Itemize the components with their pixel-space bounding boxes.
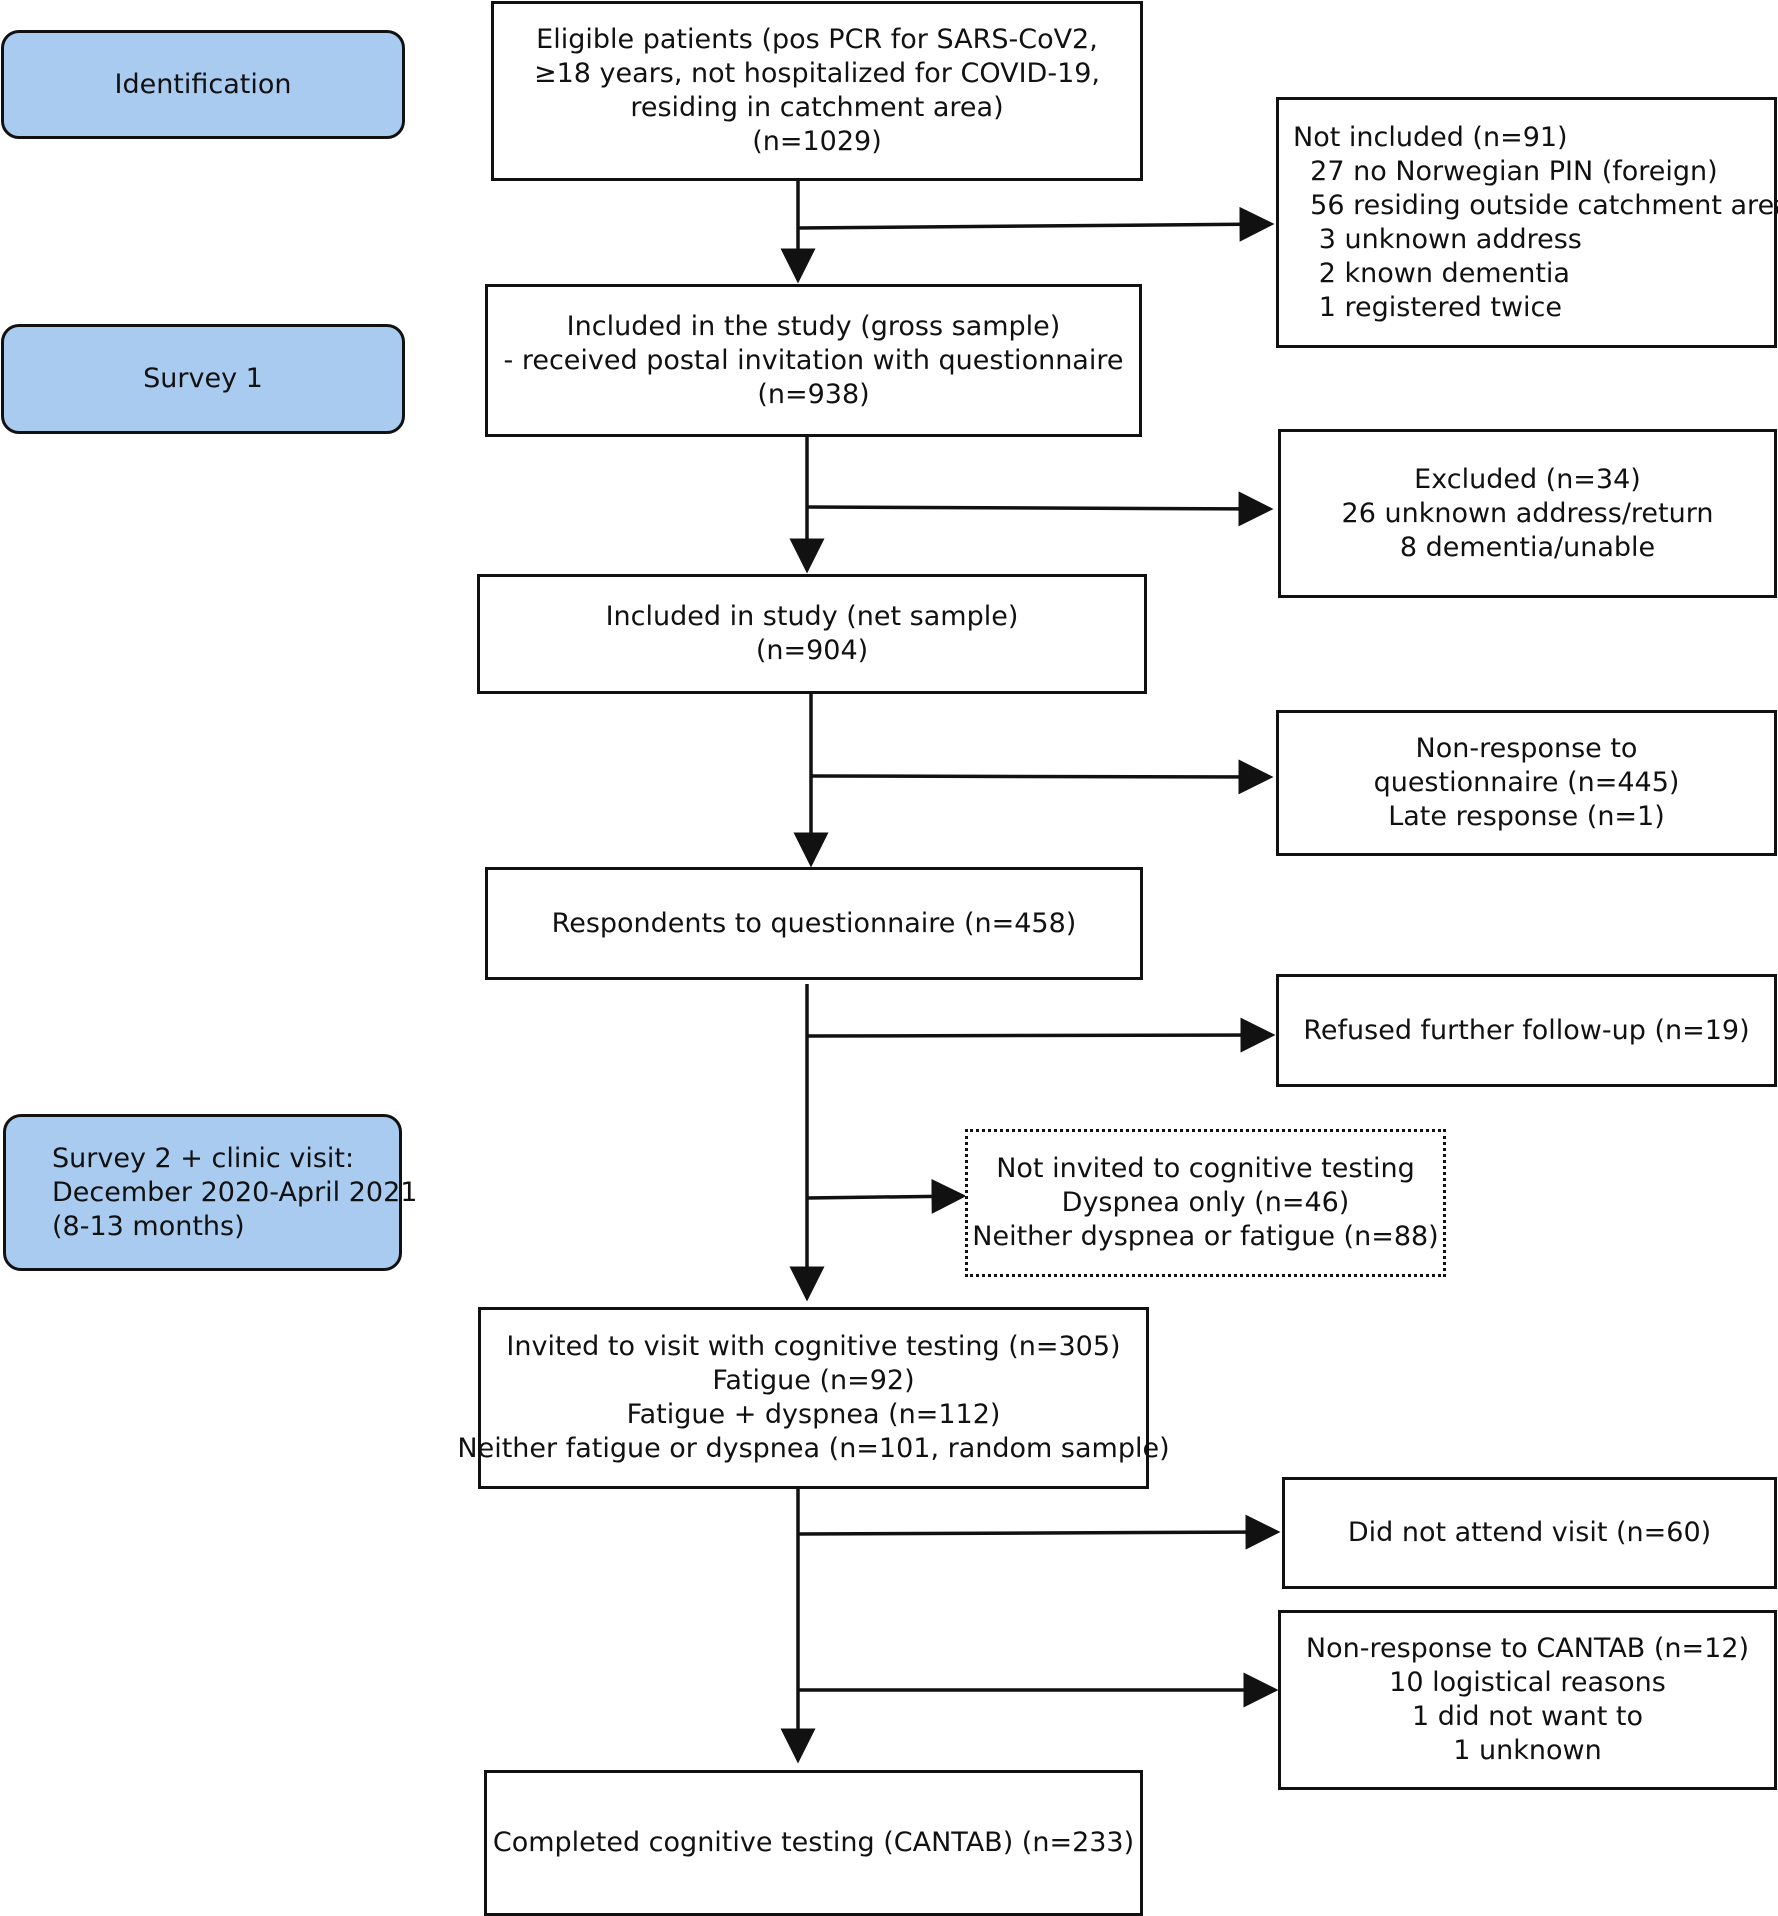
net-sample-box: Included in study (net sample)(n=904) bbox=[477, 574, 1147, 694]
box-text-line: Survey 1 bbox=[143, 363, 263, 394]
box-text-line: Neither fatigue or dyspnea (n=101, rando… bbox=[457, 1433, 1170, 1464]
box-text-line: (8-13 months) bbox=[52, 1210, 245, 1242]
box-text-line: (n=1029) bbox=[752, 126, 882, 157]
not-included-box: Not included (n=91) 27 no Norwegian PIN … bbox=[1276, 97, 1778, 348]
box-text-line: Non-response to bbox=[1415, 733, 1638, 764]
box-text-line: Fatigue (n=92) bbox=[712, 1365, 915, 1396]
non-response-cantab-box: Non-response to CANTAB (n=12)10 logistic… bbox=[1278, 1610, 1777, 1790]
eligible-patients-box: Eligible patients (pos PCR for SARS-CoV2… bbox=[491, 1, 1143, 181]
box-text-line: 8 dementia/unable bbox=[1399, 531, 1656, 563]
completed-box: Completed cognitive testing (CANTAB) (n=… bbox=[484, 1770, 1143, 1916]
box-text-line: 1 did not want to bbox=[1412, 1701, 1643, 1732]
box-text-line: Not invited to cognitive testing bbox=[996, 1153, 1415, 1184]
box-text-line: Invited to visit with cognitive testing … bbox=[506, 1331, 1121, 1362]
box-text-line: 3 unknown address bbox=[1293, 223, 1582, 255]
box-text-line: Respondents to questionnaire (n=458) bbox=[551, 907, 1077, 939]
box-text-line: Included in the study (gross sample) bbox=[566, 310, 1061, 342]
box-text-line: (n=904) bbox=[755, 635, 869, 666]
arrow-to-refused bbox=[806, 1017, 1276, 1053]
stage-survey-2: Survey 2 + clinic visit:December 2020-Ap… bbox=[3, 1114, 417, 1271]
box-text-line: 26 unknown address/return bbox=[1341, 497, 1714, 529]
box-text-line: Eligible patients (pos PCR for SARS-CoV2… bbox=[536, 24, 1098, 55]
arrow-to-not-included bbox=[797, 206, 1275, 242]
box-text-line: 56 residing outside catchment area bbox=[1293, 189, 1778, 221]
box-text-line: Completed cognitive testing (CANTAB) (n=… bbox=[492, 1827, 1135, 1858]
box-text-line: residing in catchment area) bbox=[630, 92, 1004, 123]
box-text-line: 1 registered twice bbox=[1293, 291, 1562, 323]
box-text-line: Excluded (n=34) bbox=[1414, 463, 1641, 495]
box-text-line: Fatigue + dyspnea (n=112) bbox=[626, 1399, 1001, 1430]
box-text-line: December 2020-April 2021 bbox=[52, 1176, 418, 1208]
box-text-line: Identification bbox=[114, 68, 292, 100]
box-text-line: 1 unknown bbox=[1453, 1735, 1602, 1766]
excluded-box: Excluded (n=34)26 unknown address/return… bbox=[1278, 429, 1777, 598]
box-text-line: - received postal invitation with questi… bbox=[503, 344, 1124, 376]
box-text-line: Refused further follow-up (n=19) bbox=[1303, 1014, 1750, 1046]
box-text-line: Survey 2 + clinic visit: bbox=[52, 1142, 355, 1174]
gross-sample-box: Included in the study (gross sample)- re… bbox=[485, 284, 1142, 437]
box-text-line: Not included (n=91) bbox=[1293, 121, 1568, 153]
box-text-line: questionnaire (n=445) bbox=[1373, 767, 1680, 798]
box-text-line: ≥18 years, not hospitalized for COVID-19… bbox=[533, 58, 1101, 89]
box-text-line: 10 logistical reasons bbox=[1389, 1667, 1666, 1698]
box-text-line: 2 known dementia bbox=[1293, 257, 1570, 289]
box-text-line: 27 no Norwegian PIN (foreign) bbox=[1293, 155, 1718, 187]
stage-identification: Identification bbox=[1, 30, 405, 139]
arrow-to-non-response-q bbox=[810, 759, 1274, 795]
box-text-line: (n=938) bbox=[757, 378, 870, 410]
box-text-line: Dyspnea only (n=46) bbox=[1061, 1187, 1350, 1218]
box-text-line: Late response (n=1) bbox=[1388, 801, 1665, 832]
box-text-line: Neither dyspnea or fatigue (n=88) bbox=[972, 1221, 1439, 1252]
did-not-attend-box: Did not attend visit (n=60) bbox=[1282, 1477, 1777, 1589]
refused-followup-box: Refused further follow-up (n=19) bbox=[1276, 974, 1777, 1087]
box-text-line: Did not attend visit (n=60) bbox=[1347, 1517, 1712, 1548]
arrow-to-not-invited bbox=[806, 1178, 967, 1214]
arrow-to-did-not-attend bbox=[797, 1514, 1281, 1550]
respondents-box: Respondents to questionnaire (n=458) bbox=[485, 867, 1143, 980]
stage-survey-1: Survey 1 bbox=[1, 324, 405, 434]
box-text-line: Included in study (net sample) bbox=[605, 601, 1019, 632]
box-text-line: Non-response to CANTAB (n=12) bbox=[1305, 1633, 1750, 1664]
invited-box: Invited to visit with cognitive testing … bbox=[457, 1307, 1170, 1489]
arrow-to-excluded bbox=[806, 491, 1274, 527]
